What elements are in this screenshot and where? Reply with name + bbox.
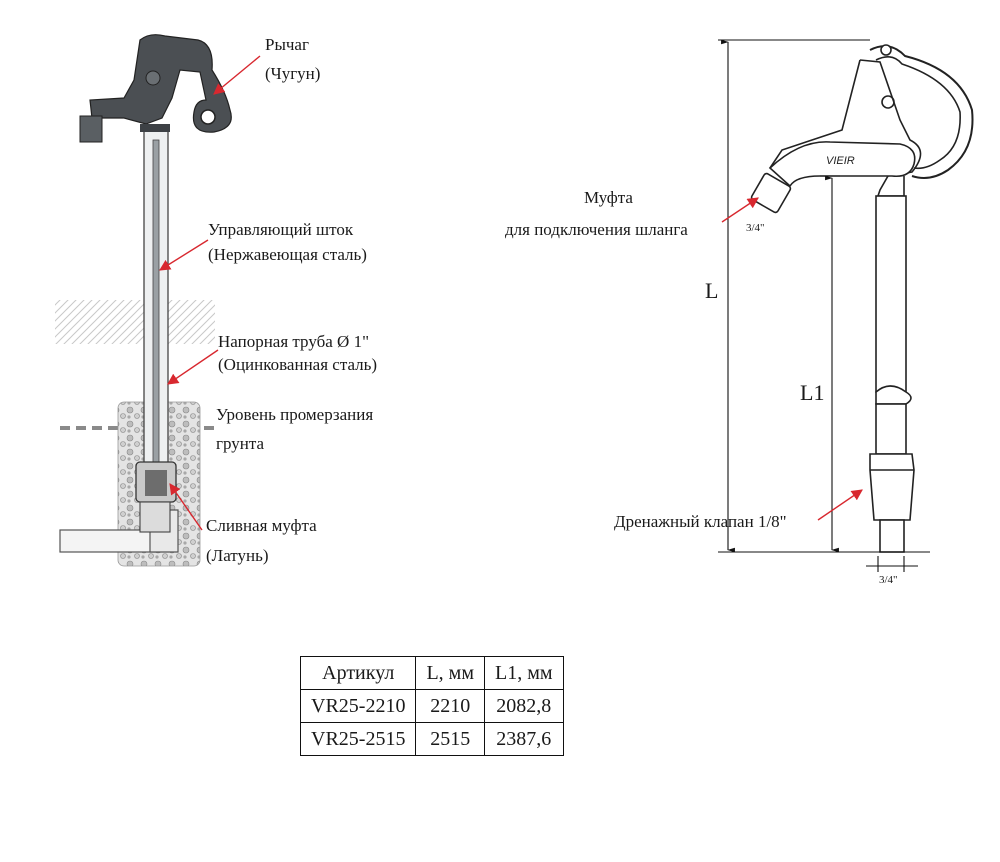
label-lever: Рычаг — [265, 35, 309, 54]
cast-iron-head — [89, 34, 232, 133]
right-hydrant-drawing: VIEIR — [750, 44, 974, 553]
table-row: VR25-2515 2515 2387,6 — [299, 722, 564, 756]
spec-table: Артикул L, мм L1, мм VR25-2210 2210 2082… — [299, 656, 564, 756]
header-L1: L1, мм — [483, 656, 564, 690]
table-row: VR25-2210 2210 2082,8 — [299, 689, 564, 723]
label-pipe-material: (Оцинкованная сталь) — [218, 355, 378, 374]
label-pressure-pipe: Напорная труба Ø 1" — [218, 332, 370, 351]
label-control-stem: Управляющий шток — [208, 220, 354, 239]
drain-valve-body — [869, 453, 915, 521]
ground-surface — [55, 300, 215, 344]
hose-coupling — [750, 172, 792, 214]
cell-article: VR25-2515 — [299, 722, 417, 756]
supply-pipe — [59, 529, 161, 553]
cell-L1: 2387,6 — [483, 722, 564, 756]
label-frost-line-2: грунта — [216, 434, 265, 453]
table-header-row: Артикул L, мм L1, мм — [299, 656, 564, 690]
label-dimension-L1: L1 — [800, 380, 825, 405]
left-hydrant-illustration — [55, 34, 232, 567]
right-callout-arrows — [721, 197, 863, 521]
hydrant-body — [769, 59, 922, 197]
standpipe — [875, 195, 907, 393]
label-frost-line: Уровень промерзания — [216, 405, 374, 424]
cell-article: VR25-2210 — [299, 689, 417, 723]
label-coupling-size: 3/4" — [746, 222, 765, 234]
label-stem-material: (Нержавеющая сталь) — [208, 245, 367, 264]
label-hose-coupling: Муфта — [584, 188, 633, 207]
label-drain-material: (Латунь) — [206, 546, 269, 565]
label-drain-coupling: Сливная муфта — [206, 516, 317, 535]
label-hose-coupling-2: для подключения шланга — [505, 220, 688, 239]
label-dimension-L: L — [705, 278, 719, 303]
cell-L: 2515 — [415, 722, 485, 756]
label-pipe-size: 3/4" — [879, 574, 898, 586]
dimension-lines — [718, 39, 930, 572]
label-lever-material: (Чугун) — [265, 64, 321, 83]
cell-L: 2210 — [415, 689, 485, 723]
brand-mark: VIEIR — [826, 155, 855, 167]
label-drain-valve: Дренажный клапан 1/8" — [614, 512, 787, 531]
header-article: Артикул — [299, 656, 417, 690]
control-stem — [152, 139, 160, 471]
left-callout-arrows — [159, 55, 261, 531]
cell-L1: 2082,8 — [483, 689, 564, 723]
header-L: L, мм — [415, 656, 485, 690]
